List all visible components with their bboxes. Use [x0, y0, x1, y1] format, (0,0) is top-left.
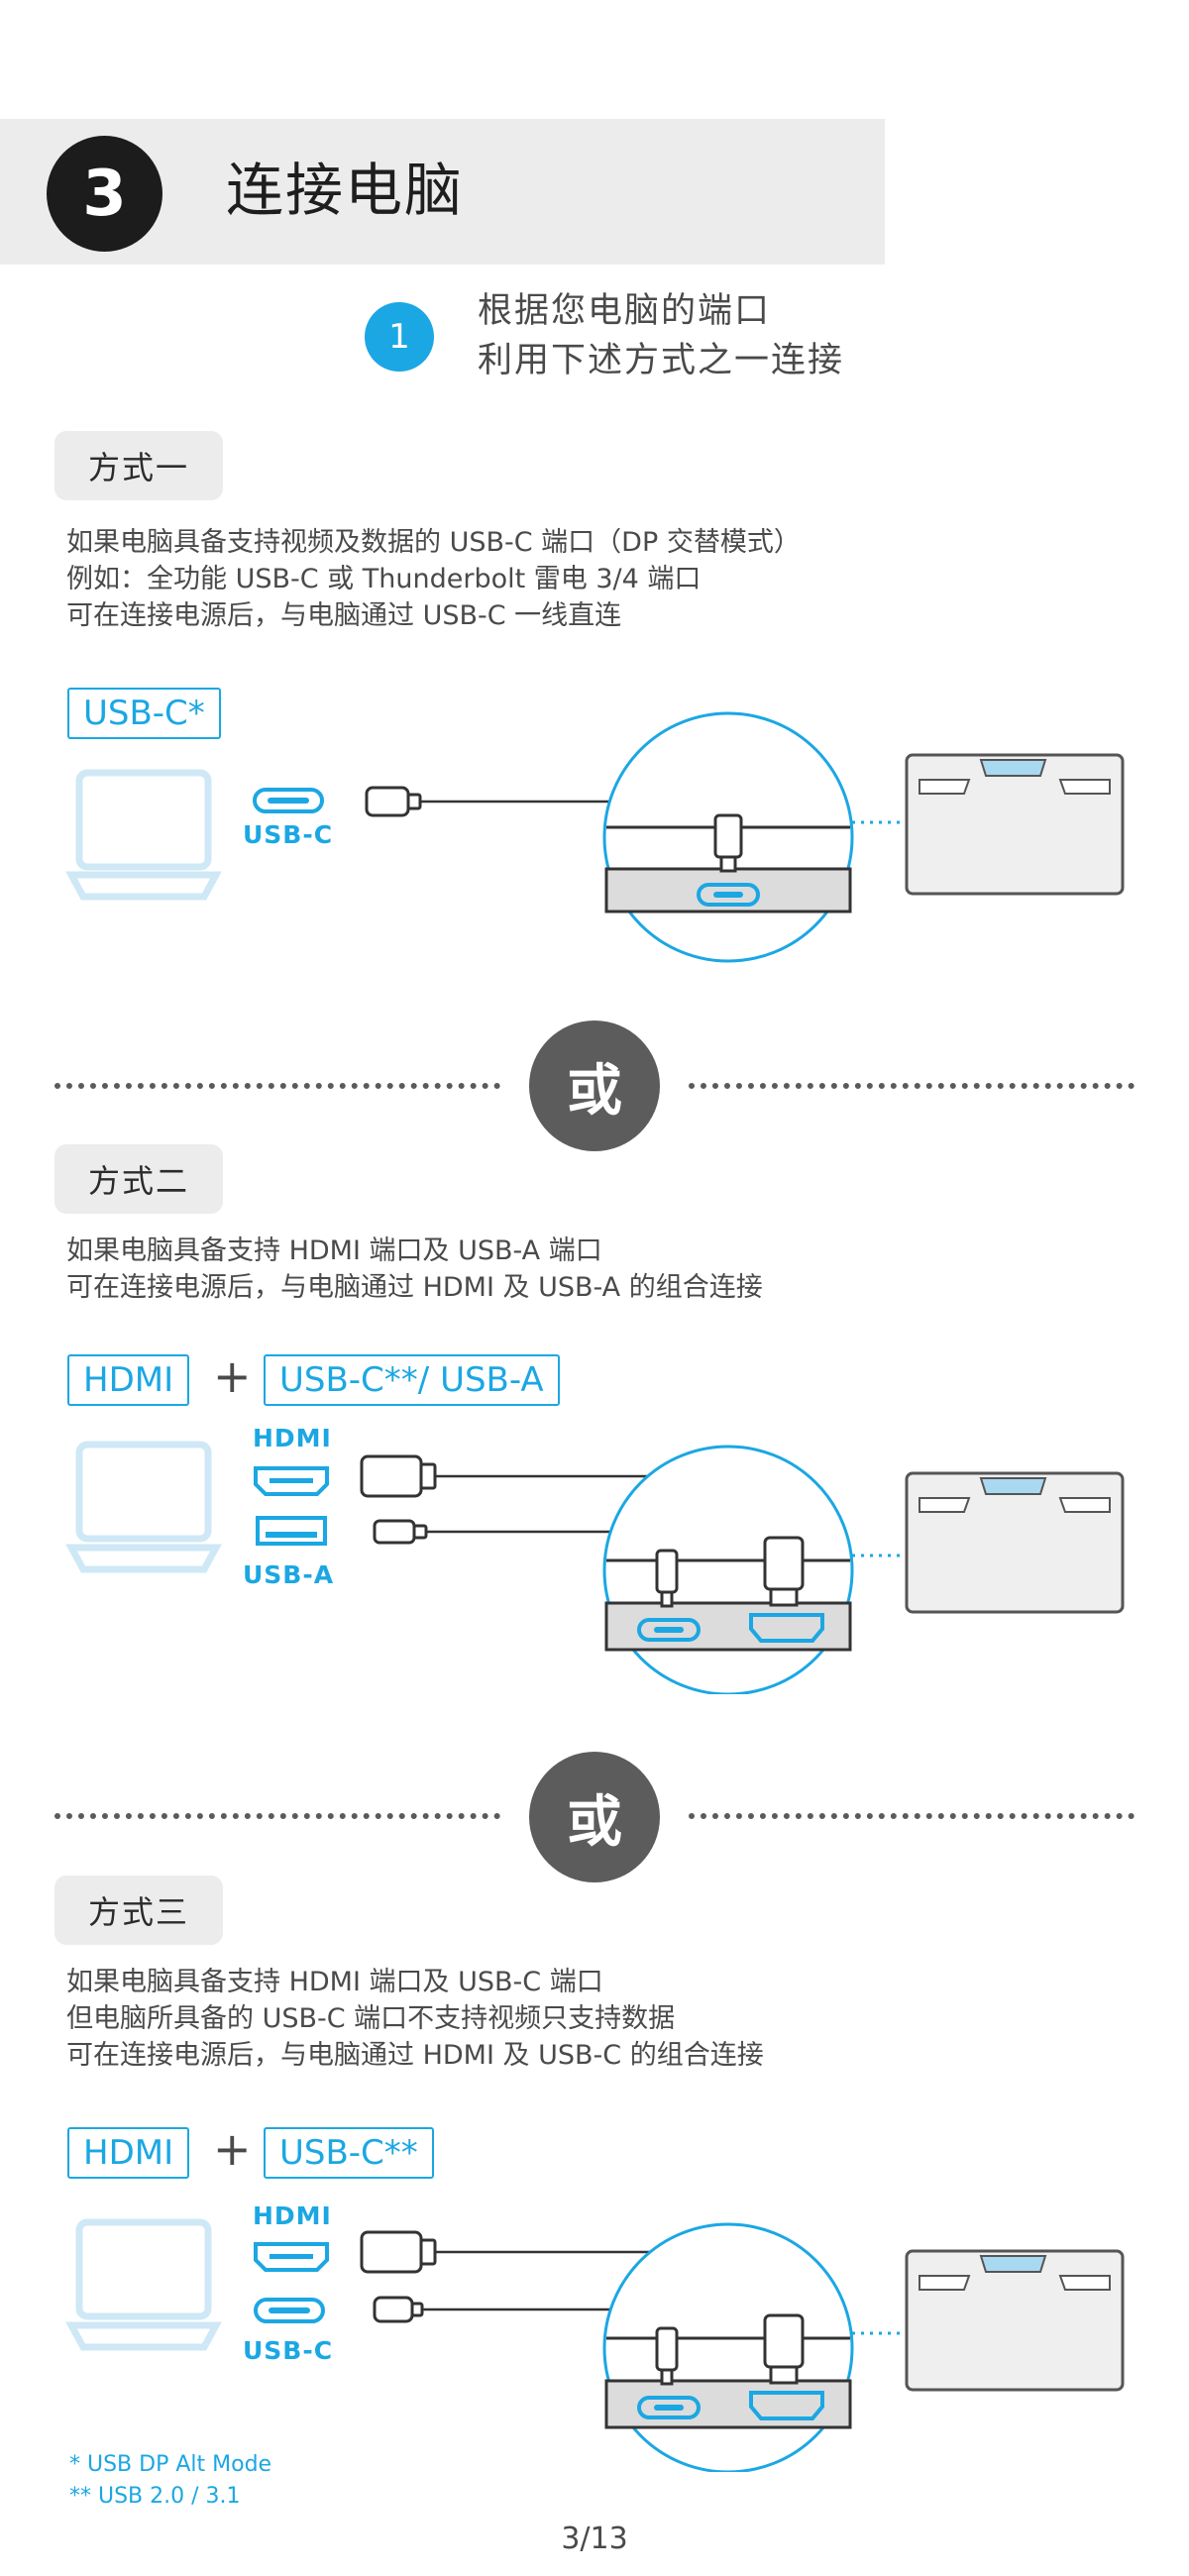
display-back-icon	[905, 1471, 1125, 1614]
usb-c-port-icon	[254, 2298, 325, 2323]
method-1-tag-usbc: USB-C*	[67, 688, 221, 739]
monitor-ports-closeup	[604, 1536, 852, 1652]
method-2-plus: +	[213, 1349, 252, 1403]
usb-a-plug-icon	[373, 1519, 428, 1545]
port-label-usb-c: USB-C	[243, 2336, 334, 2365]
method-3-desc-line-1: 如果电脑具备支持 HDMI 端口及 USB-C 端口	[66, 1967, 603, 1997]
port-label-hdmi: HDMI	[253, 2201, 332, 2230]
step-number-badge: 3	[47, 136, 162, 252]
display-back-icon	[905, 753, 1125, 896]
method-1-desc-line-2: 例如：全功能 USB-C 或 Thunderbolt 雷电 3/4 端口	[66, 564, 702, 594]
port-label-usb-c: USB-C	[243, 820, 334, 849]
hdmi-port-icon	[254, 1466, 329, 1496]
method-3-tag-usbc: USB-C**	[264, 2127, 434, 2179]
page-number: 3/13	[561, 2522, 628, 2556]
laptop-icon	[65, 769, 222, 901]
method-1-diagram	[65, 711, 1125, 963]
usb-c-port-icon	[253, 788, 324, 813]
separator-dots-left	[54, 1813, 500, 1819]
method-2-tag-usbc-usba: USB-C**/ USB-A	[264, 1354, 560, 1406]
footnote-2: ** USB 2.0 / 3.1	[69, 2484, 241, 2509]
method-3-label: 方式三	[54, 1876, 223, 1945]
method-3-plus: +	[213, 2122, 252, 2176]
monitor-ports-closeup	[604, 2313, 852, 2429]
method-2-label: 方式二	[54, 1144, 223, 1214]
laptop-icon	[65, 2218, 222, 2351]
method-1-label: 方式一	[54, 431, 223, 500]
intro-line-1: 根据您电脑的端口	[478, 291, 772, 331]
method-2-desc-line-2: 可在连接电源后，与电脑通过 HDMI 及 USB-A 的组合连接	[66, 1272, 763, 1303]
method-3-diagram	[65, 2218, 1125, 2472]
port-label-hdmi: HDMI	[253, 1424, 332, 1452]
or-separator: 或	[529, 1020, 660, 1151]
method-1-desc-line-1: 如果电脑具备支持视频及数据的 USB-C 端口（DP 交替模式）	[66, 527, 801, 558]
usb-c-plug-icon	[365, 786, 422, 817]
hdmi-port-icon	[254, 2242, 329, 2272]
intro-number-badge: 1	[365, 302, 434, 372]
display-back-icon	[905, 2249, 1125, 2392]
method-2-desc-line-1: 如果电脑具备支持 HDMI 端口及 USB-A 端口	[66, 1235, 602, 1266]
or-separator: 或	[529, 1752, 660, 1882]
separator-dots-right	[689, 1813, 1135, 1819]
method-2-tag-hdmi: HDMI	[67, 1354, 190, 1406]
separator-dots-left	[54, 1083, 500, 1089]
page-title: 连接电脑	[226, 157, 465, 224]
usb-c-plug-icon	[373, 2296, 424, 2323]
hdmi-plug-icon	[360, 1454, 437, 1498]
method-3-tag-hdmi: HDMI	[67, 2127, 190, 2179]
intro-line-2: 利用下述方式之一连接	[478, 341, 845, 380]
monitor-ports-closeup	[604, 813, 852, 913]
laptop-icon	[65, 1441, 222, 1573]
method-1-desc-line-3: 可在连接电源后，与电脑通过 USB-C 一线直连	[66, 600, 622, 631]
port-label-usb-a: USB-A	[243, 1560, 335, 1589]
usb-a-port-icon	[256, 1516, 327, 1546]
separator-dots-right	[689, 1083, 1135, 1089]
hdmi-plug-icon	[360, 2230, 437, 2274]
method-3-desc-line-2: 但电脑所具备的 USB-C 端口不支持视频只支持数据	[66, 2003, 676, 2034]
method-2-diagram	[65, 1441, 1125, 1694]
method-3-desc-line-3: 可在连接电源后，与电脑通过 HDMI 及 USB-C 的组合连接	[66, 2040, 764, 2071]
footnote-1: * USB DP Alt Mode	[69, 2452, 272, 2477]
